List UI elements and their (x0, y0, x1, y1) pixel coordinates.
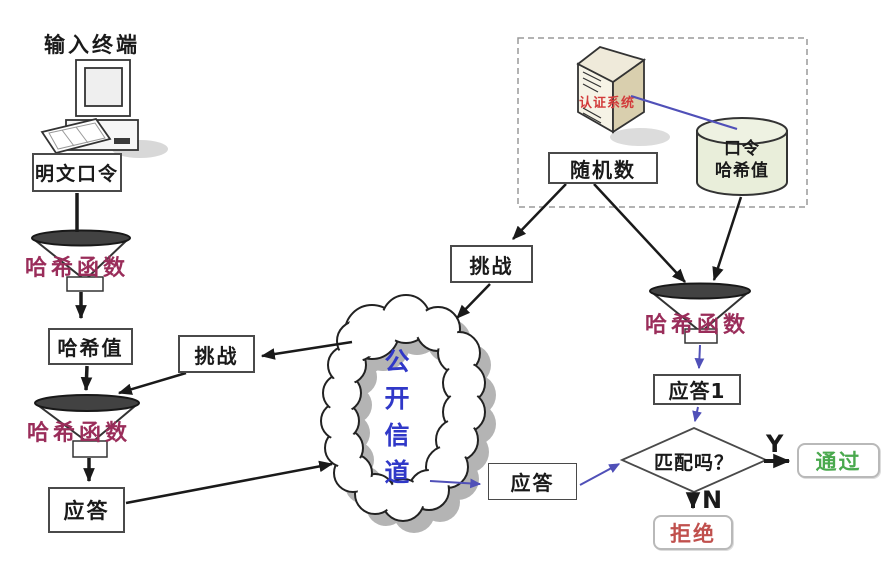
password-hash-db-icon (696, 117, 788, 196)
cloud-label: 公开信道 (384, 347, 410, 487)
yes-label: Y (766, 430, 784, 458)
terminal-computer-icon (40, 59, 168, 158)
connectors (75, 94, 791, 510)
hash-funnel-icon-client-1 (31, 229, 131, 292)
auth-system-label: 认证系统 (579, 96, 636, 111)
plaintext-password-box: 明文口令 (32, 153, 122, 192)
challenge-box-channel: 挑战 (450, 245, 533, 283)
random-number-box: 随机数 (548, 152, 658, 184)
hash-funnel-icon-server (649, 282, 751, 344)
hash-function-label-1: 哈希函数 (25, 256, 130, 281)
hash-function-label-2: 哈希函数 (27, 421, 132, 446)
no-label: N (702, 486, 723, 514)
hash-function-label-server: 哈希函数 (645, 313, 750, 338)
password-hash-db-label: 口令 哈希值 (715, 139, 769, 181)
hash-funnel-icon-client-2 (34, 394, 140, 458)
pass-box: 通过 (797, 443, 880, 478)
response1-box: 应答1 (653, 374, 741, 405)
reject-box: 拒绝 (653, 515, 733, 550)
decision-label: 匹配吗？ (653, 452, 734, 474)
challenge-box-client: 挑战 (178, 335, 255, 373)
response-box-client: 应答 (48, 487, 125, 533)
cloud-fill (323, 297, 483, 519)
hash-value-box: 哈希值 (48, 328, 133, 365)
terminal-label: 输入终端 (44, 33, 140, 57)
auth-system-frame (517, 37, 808, 208)
auth-server-icon (576, 46, 670, 146)
response-box-channel: 应答 (488, 463, 577, 500)
